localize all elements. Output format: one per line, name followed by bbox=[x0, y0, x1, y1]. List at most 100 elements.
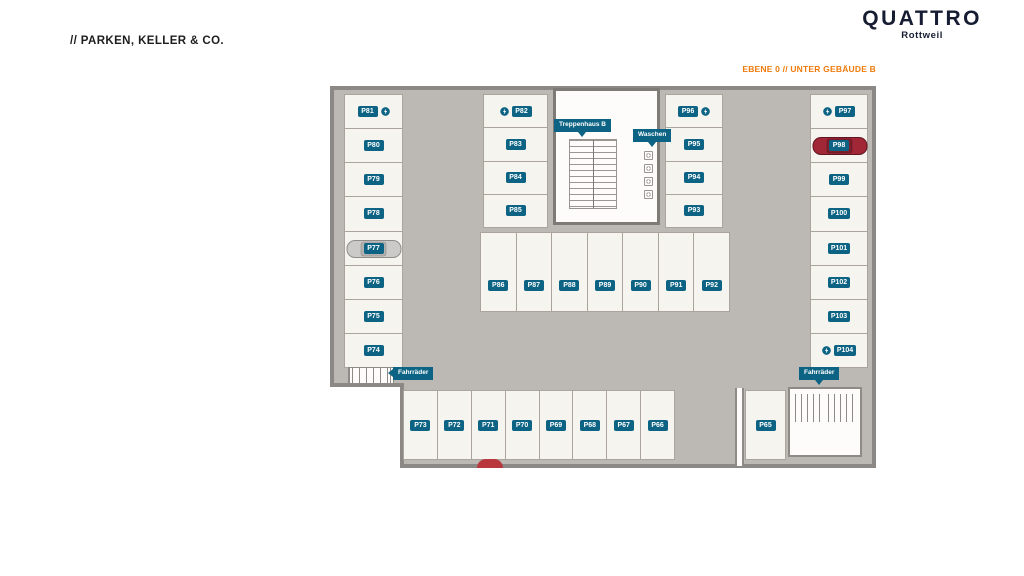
logo-wordmark: QUATTRO bbox=[862, 7, 982, 30]
parking-stall: P87 bbox=[515, 233, 552, 311]
parking-stall: P85 bbox=[484, 193, 547, 227]
parking-stall: P72 bbox=[436, 391, 471, 459]
flag-stairwell: Treppenhaus B bbox=[554, 119, 611, 137]
parking-stall: P74 bbox=[345, 332, 402, 367]
page-title: // PARKEN, KELLER & CO. bbox=[70, 35, 225, 47]
parking-column-left: P81 P80 P79 P78 P77 P76 P75 P74 bbox=[344, 94, 403, 368]
parking-stall: P73 bbox=[404, 391, 437, 459]
charging-icon bbox=[380, 107, 390, 116]
stall-label: P90 bbox=[630, 280, 651, 291]
stall-label: P78 bbox=[363, 208, 384, 220]
flag-bikes-left-label: Fahrräder bbox=[398, 369, 429, 376]
stall-label: P89 bbox=[595, 280, 616, 291]
charging-icon bbox=[821, 346, 831, 355]
flag-bikes-right-label: Fahrräder bbox=[804, 369, 835, 376]
stall-label: P71 bbox=[478, 419, 499, 431]
parking-stall: P66 bbox=[640, 391, 674, 459]
parking-stall-p77: P77 bbox=[345, 230, 402, 265]
parking-stall: P81 bbox=[345, 95, 402, 128]
stall-label: P103 bbox=[827, 310, 851, 322]
parking-stall: P97 bbox=[811, 95, 867, 128]
stall-label: P80 bbox=[363, 140, 384, 152]
stall-label: P65 bbox=[755, 419, 776, 431]
stall-label: P66 bbox=[647, 419, 668, 431]
washing-machine-icon bbox=[644, 151, 653, 160]
stall-label: P96 bbox=[678, 105, 698, 117]
stall-label: P101 bbox=[827, 242, 851, 254]
parking-stall: P67 bbox=[606, 391, 640, 459]
parking-stall: P100 bbox=[811, 196, 867, 230]
stall-label: P76 bbox=[363, 276, 384, 288]
parking-stall: P94 bbox=[666, 160, 722, 194]
stall-label: P100 bbox=[827, 208, 851, 220]
parking-row-bottom: P73 P72 P71 P70 P69 P68 P67 P66 bbox=[403, 390, 675, 460]
stairs bbox=[569, 139, 617, 209]
stall-label: P79 bbox=[363, 174, 384, 186]
stairwell bbox=[553, 88, 660, 225]
washing-machine-icon bbox=[644, 164, 653, 173]
stall-label: P92 bbox=[701, 280, 722, 291]
parking-stall: P99 bbox=[811, 162, 867, 196]
stall-label: P95 bbox=[684, 138, 704, 150]
stall-label: P86 bbox=[488, 280, 509, 291]
flag-wash-label: Waschen bbox=[638, 131, 667, 138]
flag-bikes-left: Fahrräder bbox=[388, 367, 434, 380]
stall-label: P77 bbox=[363, 242, 384, 254]
bike-room-right bbox=[788, 387, 862, 457]
parking-stall: P90 bbox=[622, 233, 658, 311]
parking-stall: P103 bbox=[811, 298, 867, 333]
stall-label: P74 bbox=[363, 344, 384, 356]
parking-stall: P78 bbox=[345, 196, 402, 230]
stall-label: P67 bbox=[613, 419, 634, 431]
parking-stall: P86 bbox=[481, 233, 516, 311]
parking-stall: P93 bbox=[666, 193, 722, 227]
parking-stall: P69 bbox=[538, 391, 573, 459]
logo: QUATTRO Rottweil bbox=[862, 7, 982, 42]
washing-machine-icon bbox=[644, 177, 653, 186]
parking-stall: P75 bbox=[345, 298, 402, 333]
stall-label: P99 bbox=[829, 174, 849, 186]
charging-icon bbox=[823, 107, 832, 116]
bike-rack-icon bbox=[795, 394, 820, 422]
parking-stall: P92 bbox=[693, 233, 729, 311]
bike-rack-left bbox=[348, 367, 394, 384]
bike-rack-icon bbox=[828, 394, 853, 422]
parking-stall: P80 bbox=[345, 128, 402, 162]
flag-tail-icon bbox=[578, 131, 587, 137]
stall-label: P81 bbox=[357, 106, 378, 118]
stall-label: P72 bbox=[444, 419, 465, 431]
stall-label: P84 bbox=[505, 172, 526, 184]
flag-wash: Waschen bbox=[633, 129, 672, 147]
parking-stall: P84 bbox=[484, 160, 547, 194]
parking-stall: P83 bbox=[484, 127, 547, 160]
charging-icon bbox=[499, 106, 509, 116]
stall-label: P73 bbox=[410, 419, 431, 431]
partial-car-icon bbox=[477, 459, 503, 468]
parking-stall: P91 bbox=[657, 233, 694, 311]
stall-label: P91 bbox=[666, 280, 687, 291]
flag-tail-icon bbox=[648, 141, 657, 147]
parking-stall: P70 bbox=[504, 391, 539, 459]
parking-stall: P101 bbox=[811, 230, 867, 265]
logo-city: Rottweil bbox=[901, 30, 943, 42]
stall-label: P104 bbox=[833, 344, 857, 356]
stall-label: P69 bbox=[545, 419, 566, 431]
washing-machine-icon bbox=[644, 190, 653, 199]
stall-label: P88 bbox=[559, 280, 580, 291]
stall-label: P93 bbox=[684, 205, 704, 217]
flag-stairwell-label: Treppenhaus B bbox=[559, 121, 606, 128]
stall-label: P102 bbox=[827, 276, 851, 288]
parking-row-middle: P86 P87 P88 P89 P90 P91 P92 bbox=[480, 232, 730, 312]
parking-stall-p98: P98 bbox=[811, 128, 868, 162]
stall-label: P94 bbox=[684, 172, 704, 184]
parking-stall: P82 bbox=[484, 95, 547, 127]
parking-stall: P95 bbox=[666, 127, 722, 160]
stall-label: P70 bbox=[512, 419, 533, 431]
parking-stall: P88 bbox=[551, 233, 587, 311]
flag-tail-icon bbox=[815, 379, 824, 385]
parking-stall: P71 bbox=[470, 391, 505, 459]
parking-column-right: P97 P98 P99 P100 P101 P102 P103 P104 bbox=[810, 94, 868, 368]
flag-tail-icon bbox=[388, 369, 393, 378]
stall-label: P83 bbox=[505, 138, 526, 150]
